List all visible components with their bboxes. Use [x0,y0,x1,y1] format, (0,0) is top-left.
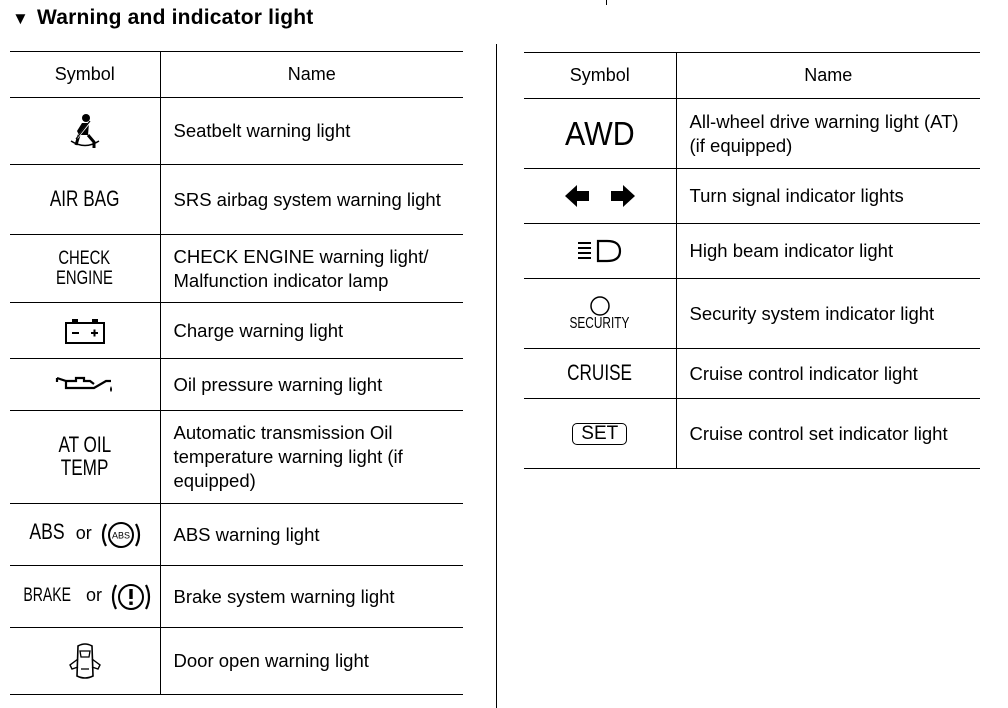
table-row: Seatbelt warning light [10,97,463,165]
table-row: AIR BAG SRS airbag system warning light [10,164,463,235]
name-cell: CHECK ENGINE warning light/ Malfunction … [160,234,463,303]
high-beam-icon [577,239,621,263]
symbol-column-header: Symbol [10,51,161,98]
symbol-cell: CRUISE [524,348,677,399]
name-cell: Security system indicator light [676,278,980,349]
table-header-row: Symbol Name [10,51,463,98]
page-edge-mark [606,0,607,5]
indicator-lights-table-right: Symbol Name AWD All-wheel drive warning … [524,52,980,469]
symbol-text-line: AT OIL [58,432,112,457]
name-cell: Cruise control indicator light [676,348,980,399]
table-row: Door open warning light [10,627,463,695]
symbol-text: ABS [29,518,65,544]
section-heading: ▼ Warning and indicator light [12,6,313,30]
set-boxed-text: SET [572,422,628,445]
table-row: Oil pressure warning light [10,358,463,411]
warning-lights-table-left: Symbol Name Seatbelt warning light AIR B… [10,51,463,695]
name-cell: SRS airbag system warning light [160,164,463,235]
symbol-cell: AT OIL TEMP [10,410,161,504]
symbol-cell: CHECK ENGINE [10,234,161,303]
section-marker: ▼ [12,9,30,28]
table-row: SECURITY Security system indicator light [524,278,980,349]
symbol-text-line: TEMP [60,455,109,480]
table-row: AWD All-wheel drive warning light (AT) (… [524,98,980,169]
symbol-text: AWD [564,114,635,152]
symbol-text-line: CHECK [58,247,111,269]
brake-exclamation-icon [112,583,151,610]
name-cell: ABS warning light [160,503,463,566]
table-row: CHECK ENGINE CHECK ENGINE warning light/… [10,234,463,303]
symbol-cell: SECURITY [524,278,677,349]
table-row: CRUISE Cruise control indicator light [524,348,980,399]
abs-circle-icon: ABS [102,521,141,548]
symbol-text-line: ENGINE [56,267,114,289]
table-row: Turn signal indicator lights [524,168,980,224]
symbol-cell [10,627,161,695]
battery-charge-icon [64,318,105,344]
symbol-cell [10,358,161,411]
name-cell: Charge warning light [160,302,463,359]
symbol-cell [524,223,677,279]
symbol-text: CRUISE [567,360,633,385]
turn-arrows-icon [564,185,635,207]
column-divider [496,44,497,708]
table-row: Charge warning light [10,302,463,359]
table-header-row: Symbol Name [524,52,980,99]
symbol-or: or [85,584,102,605]
name-column-header: Name [676,52,980,99]
symbol-cell: SET [524,398,677,469]
symbol-text: SECURITY [569,314,630,332]
table-row: SET Cruise control set indicator light [524,398,980,469]
symbol-cell [10,97,161,165]
name-cell: Oil pressure warning light [160,358,463,411]
abs-circle-label: ABS [112,530,130,540]
name-cell: Brake system warning light [160,565,463,628]
name-cell: All-wheel drive warning light (AT) (if e… [676,98,980,169]
seatbelt-icon [70,114,100,148]
name-cell: Turn signal indicator lights [676,168,980,224]
symbol-cell: AWD [524,98,677,169]
symbol-cell: ABS or ABS [10,503,161,566]
name-cell: Automatic transmission Oil temperature w… [160,410,463,504]
symbol-or: or [75,522,92,543]
symbol-column-header: Symbol [524,52,677,99]
name-column-header: Name [160,51,463,98]
symbol-text: AIR BAG [49,186,120,211]
oil-can-icon [55,376,112,392]
car-door-open-icon [68,643,101,679]
symbol-cell: AIR BAG [10,164,161,235]
name-cell: Seatbelt warning light [160,97,463,165]
table-row: AT OIL TEMP Automatic transmission Oil t… [10,410,463,504]
name-cell: Door open warning light [160,627,463,695]
table-row: ABS or ABS ABS warning light [10,503,463,566]
security-circle-icon [590,295,610,316]
name-cell: Cruise control set indicator light [676,398,980,469]
symbol-cell [10,302,161,359]
name-cell: High beam indicator light [676,223,980,279]
table-row: High beam indicator light [524,223,980,279]
symbol-cell: BRAKE or [10,565,161,628]
symbol-cell [524,168,677,224]
table-row: BRAKE or Brake system warning light [10,565,463,628]
section-title: Warning and indicator light [37,6,314,29]
symbol-text: BRAKE [23,584,72,606]
